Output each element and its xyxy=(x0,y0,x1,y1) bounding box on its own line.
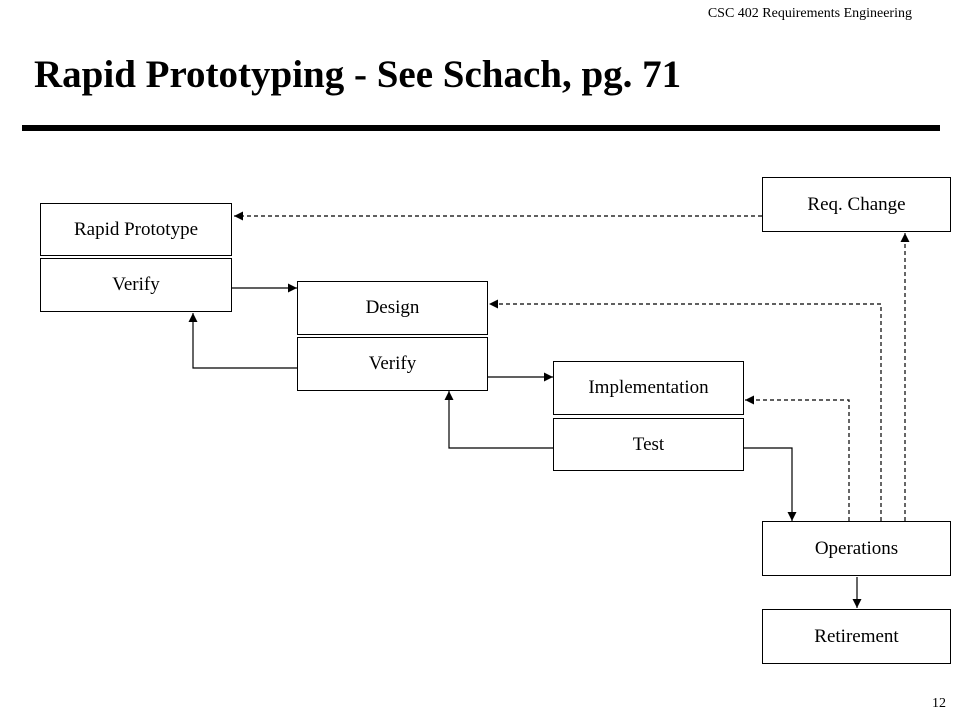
design-verify-box: Verify xyxy=(297,337,488,391)
page-number: 12 xyxy=(932,696,946,711)
dashed-arrow-operations-to-design xyxy=(489,299,882,521)
operations-box: Operations xyxy=(762,521,951,576)
arrow-design-verify-back-to-prototype-verify xyxy=(188,313,297,369)
arrow-test-to-operations xyxy=(744,447,797,521)
prototype-verify-box: Verify xyxy=(40,258,232,312)
test-box: Test xyxy=(553,418,744,471)
title-underline xyxy=(22,125,940,131)
course-header: CSC 402 Requirements Engineering xyxy=(707,6,912,21)
retirement-box: Retirement xyxy=(762,609,951,664)
slide-title: Rapid Prototyping - See Schach, pg. 71 xyxy=(34,53,682,96)
implementation-box: Implementation xyxy=(553,361,744,415)
design-box: Design xyxy=(297,281,488,335)
arrow-test-back-to-design-verify xyxy=(444,391,553,449)
dashed-arrow-operations-to-implementation xyxy=(745,395,850,521)
rapid-prototype-box: Rapid Prototype xyxy=(40,203,232,256)
req-change-box: Req. Change xyxy=(762,177,951,232)
